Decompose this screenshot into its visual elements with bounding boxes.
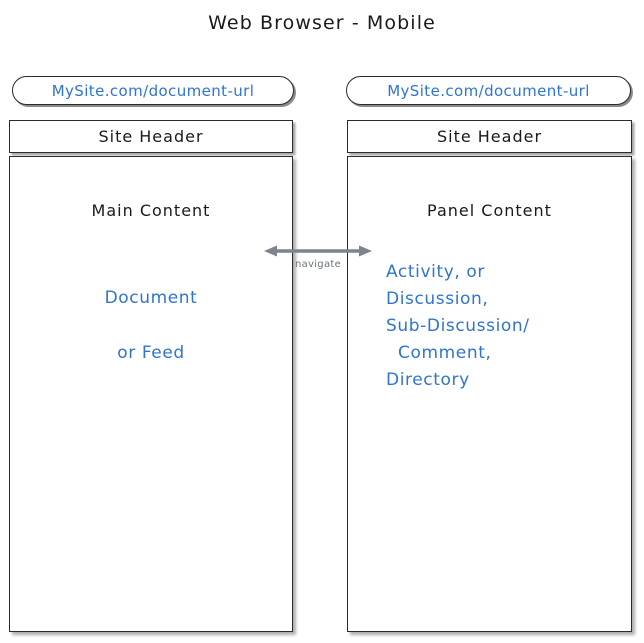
site-header-left: Site Header: [9, 120, 293, 153]
panel-content-heading: Panel Content: [427, 201, 552, 220]
main-content-line-document: Document: [104, 288, 198, 308]
url-bar-left[interactable]: MySite.com/document-url: [12, 76, 294, 105]
site-header-label-left: Site Header: [98, 127, 204, 146]
panel-content-line-comment: Comment,: [386, 343, 492, 363]
site-header-label-right: Site Header: [436, 127, 543, 146]
main-content-panel: Main Content Document or Feed: [9, 156, 293, 632]
panel-content-line-sub-discussion: Sub-Discussion/: [386, 316, 530, 336]
panel-content-line-activity: Activity, or: [386, 262, 485, 282]
navigate-label: navigate: [294, 259, 342, 270]
url-bar-right[interactable]: MySite.com/document-url: [346, 76, 631, 105]
main-content-heading: Main Content: [91, 201, 211, 220]
site-header-right: Site Header: [347, 120, 632, 153]
panel-content-list: Activity, or Discussion, Sub-Discussion/…: [386, 259, 530, 394]
url-text-left: MySite.com/document-url: [51, 81, 255, 100]
url-text-right: MySite.com/document-url: [387, 81, 590, 100]
panel-content-line-discussion: Discussion,: [386, 289, 489, 309]
page-title: Web Browser - Mobile: [208, 12, 436, 34]
navigate-arrow-icon: [264, 245, 372, 257]
panel-content-panel: Panel Content Activity, or Discussion, S…: [347, 156, 632, 632]
main-content-line-feed: or Feed: [117, 343, 185, 363]
panel-content-line-directory: Directory: [386, 370, 470, 390]
